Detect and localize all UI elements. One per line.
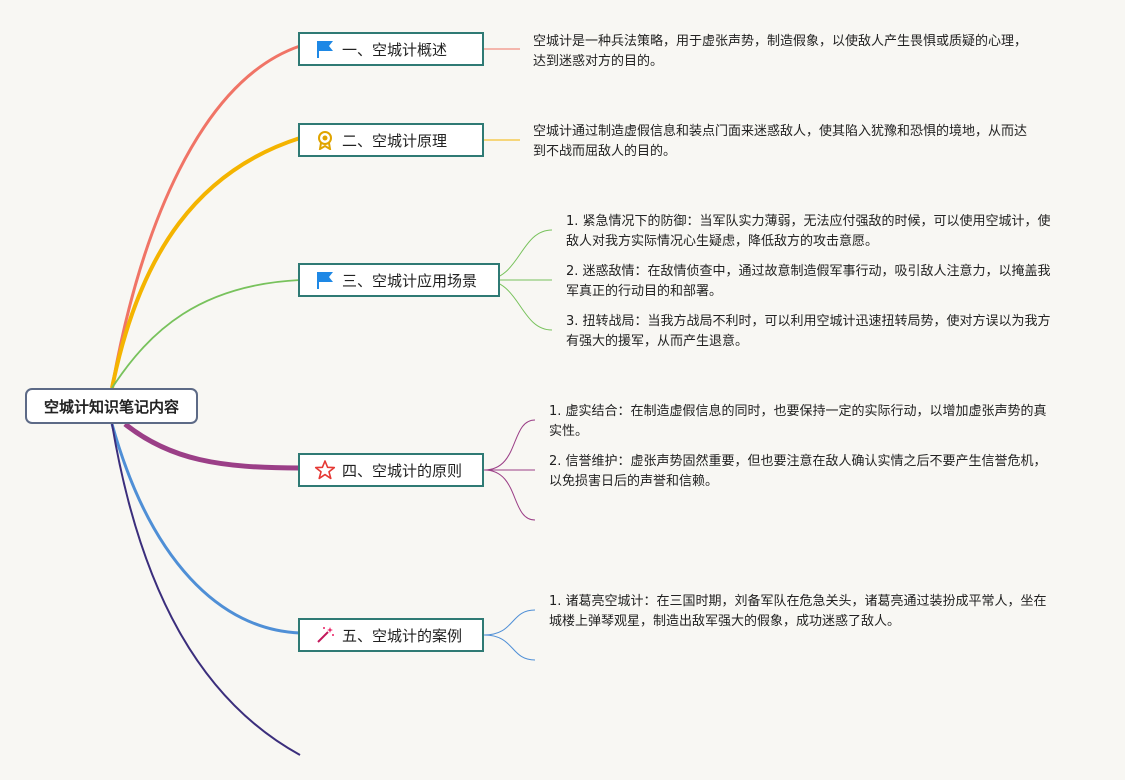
branch-node-rules[interactable]: 四、空城计的原则 xyxy=(298,453,484,487)
branch-title: 四、空城计的原则 xyxy=(342,461,463,480)
branch-node-cases[interactable]: 五、空城计的案例 xyxy=(298,618,484,652)
note-rule-1: 1. 虚实结合：在制造虚假信息的同时，也要保持一定的实际行动，以增加虚张声势的真… xyxy=(549,404,1047,439)
connector-branch-2 xyxy=(110,136,301,389)
note-principle: 空城计通过制造虚假信息和装点门面来迷惑敌人，使其陷入犹豫和恐惧的境地，从而达到不… xyxy=(533,124,1028,159)
note-connector-4c xyxy=(483,469,536,521)
note-scenario-2: 2. 迷惑敌情：在敌情侦查中，通过故意制造假军事行动，吸引敌人注意力，以掩盖我军… xyxy=(566,264,1051,299)
magic-wand-icon xyxy=(314,624,336,646)
flag-icon xyxy=(314,269,336,291)
root-title: 空城计知识笔记内容 xyxy=(43,397,179,416)
connector-branch-3 xyxy=(111,279,301,389)
connector-branch-1 xyxy=(110,44,301,389)
branch-node-scenarios[interactable]: 三、空城计应用场景 xyxy=(298,263,500,297)
branch-title: 三、空城计应用场景 xyxy=(342,271,478,290)
branch-title: 一、空城计概述 xyxy=(342,40,448,59)
root-node[interactable]: 空城计知识笔记内容 xyxy=(25,388,198,424)
branch-node-overview[interactable]: 一、空城计概述 xyxy=(298,32,484,66)
note-scenario-3: 3. 扭转战局：当我方战局不利时，可以利用空城计迅速扭转局势，使对方误以为我方有… xyxy=(566,314,1051,349)
note-connector-5b xyxy=(483,634,536,661)
branch-title: 五、空城计的案例 xyxy=(342,626,463,645)
note-connector-4a xyxy=(483,419,536,471)
note-connector-5a xyxy=(483,609,536,636)
note-case-1: 1. 诸葛亮空城计：在三国时期，刘备军队在危急关头，诸葛亮通过装扮成平常人，坐在… xyxy=(549,594,1047,629)
branch-node-principle[interactable]: 二、空城计原理 xyxy=(298,123,484,157)
note-scenario-1: 1. 紧急情况下的防御：当军队实力薄弱，无法应付强敌的时候，可以使用空城计，使敌… xyxy=(566,214,1051,249)
connector-branch-5 xyxy=(110,423,301,635)
connector-tail xyxy=(111,423,301,756)
star-icon xyxy=(314,459,336,481)
connector-branch-4 xyxy=(123,422,301,471)
note-rule-2: 2. 信誉维护：虚张声势固然重要，但也要注意在敌人确认实情之后不要产生信誉危机，… xyxy=(549,454,1047,489)
branch-title: 二、空城计原理 xyxy=(342,131,448,150)
flag-icon xyxy=(314,38,336,60)
award-ribbon-icon xyxy=(314,129,336,151)
note-overview: 空城计是一种兵法策略，用于虚张声势，制造假象，以使敌人产生畏惧或质疑的心理，达到… xyxy=(533,34,1028,69)
